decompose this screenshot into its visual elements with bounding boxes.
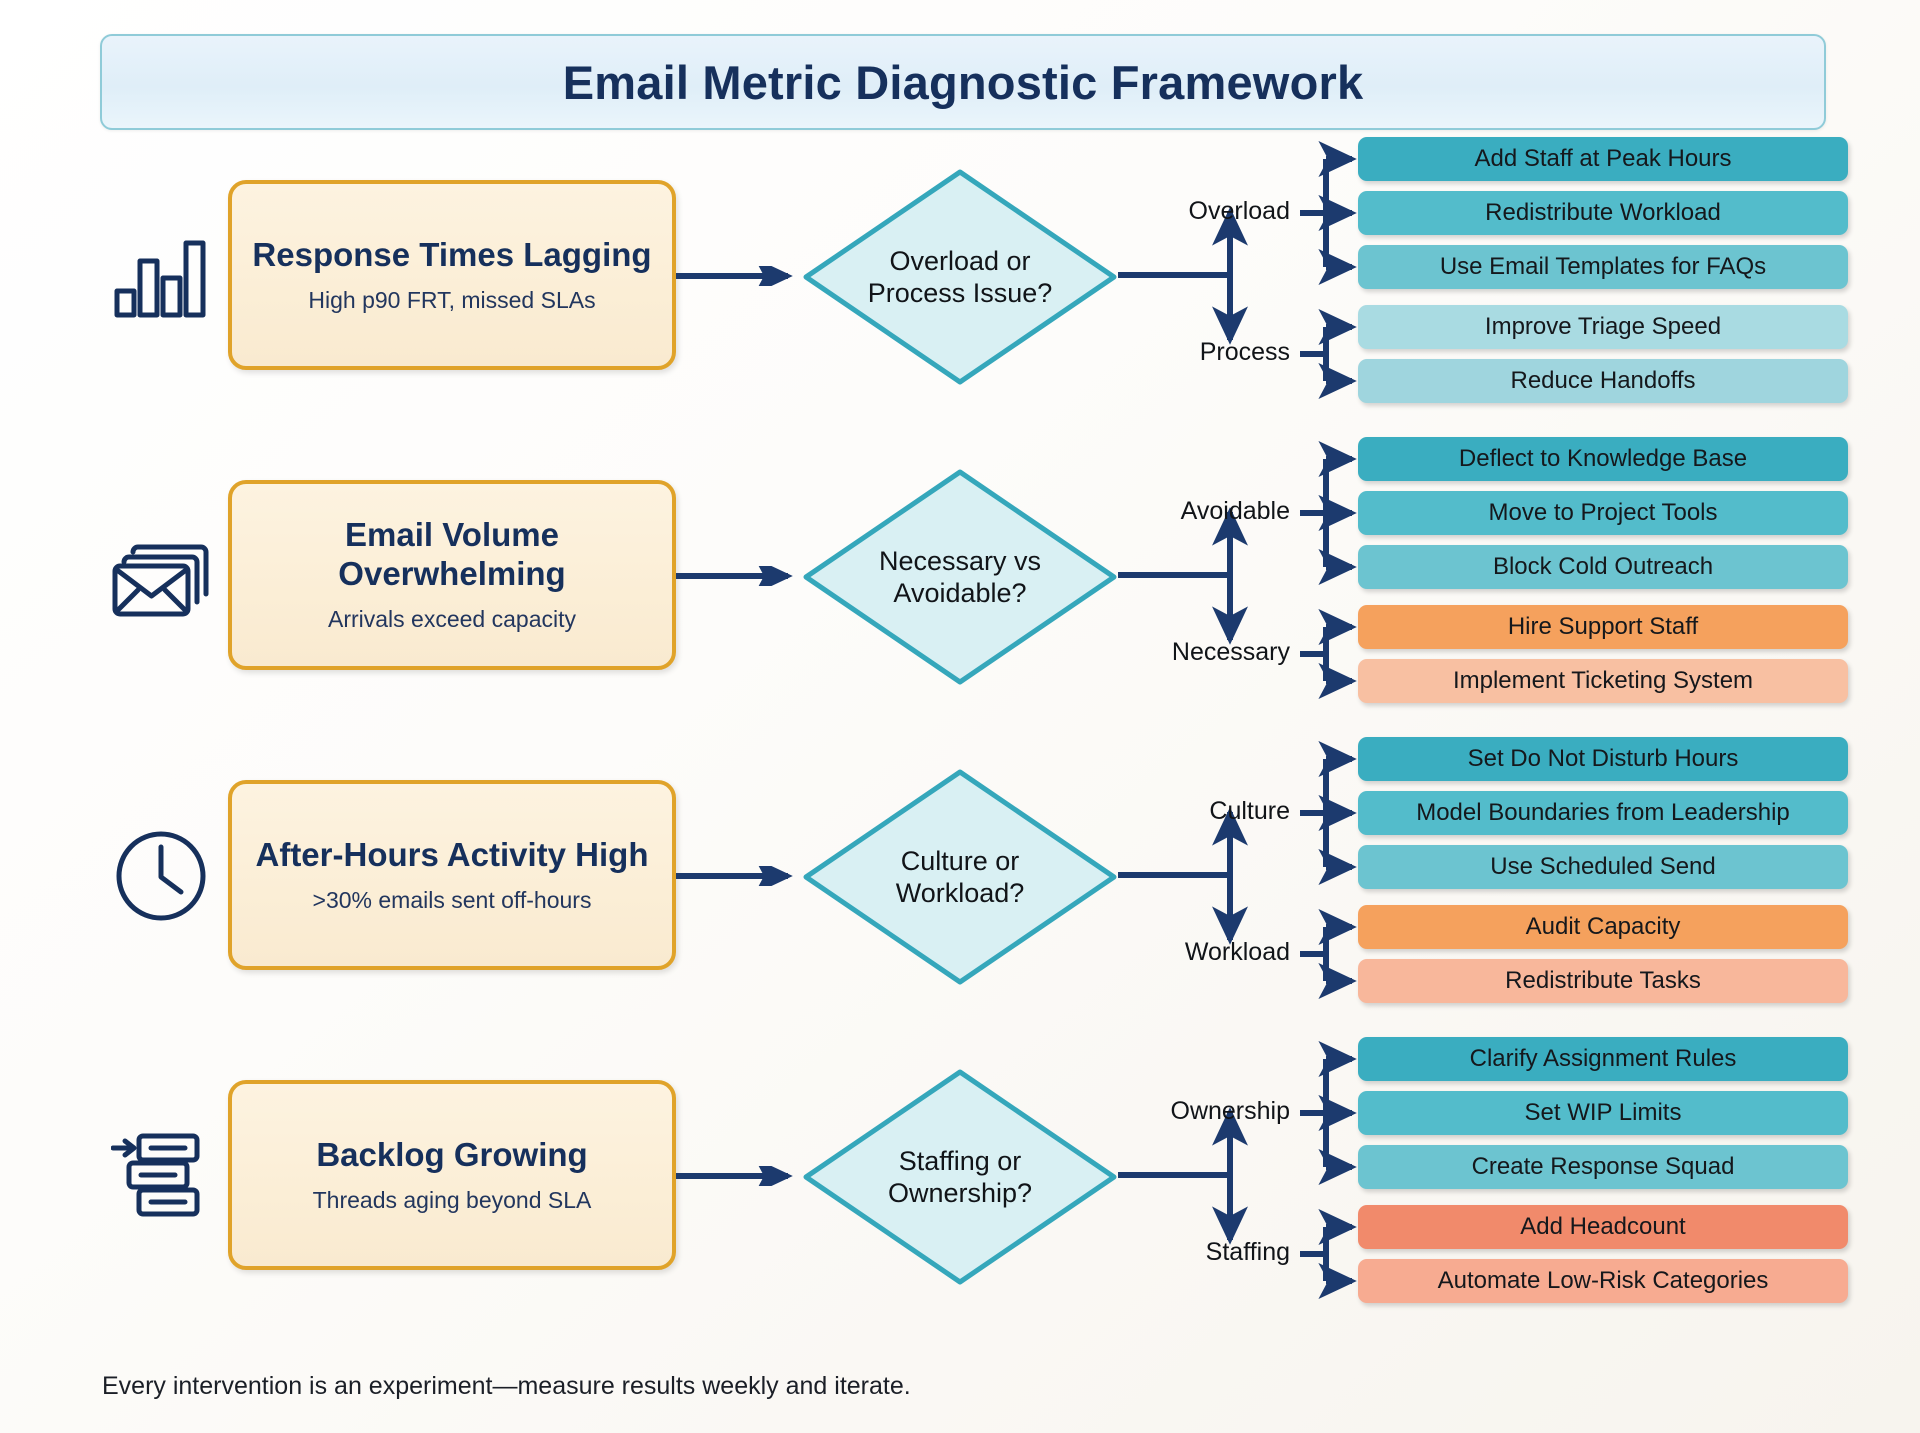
action-pill[interactable]: Redistribute Tasks xyxy=(1358,959,1848,1003)
connector-problem-to-decision xyxy=(676,558,802,594)
bar-chart-icon xyxy=(96,216,226,336)
action-pill[interactable]: Use Email Templates for FAQs xyxy=(1358,245,1848,289)
branch-splitter xyxy=(1118,470,1258,690)
stacked-envelopes-icon xyxy=(96,516,226,636)
branch-splitter xyxy=(1118,170,1258,390)
action-pill[interactable]: Redistribute Workload xyxy=(1358,191,1848,235)
footer-note: Every intervention is an experiment—meas… xyxy=(102,1372,911,1400)
connector-problem-to-decision xyxy=(676,858,802,894)
problem-box[interactable]: After-Hours Activity High >30% emails sen… xyxy=(228,780,676,970)
action-pill[interactable]: Deflect to Knowledge Base xyxy=(1358,437,1848,481)
action-pill[interactable]: Create Response Squad xyxy=(1358,1145,1848,1189)
action-pill[interactable]: Hire Support Staff xyxy=(1358,605,1848,649)
branch-label: Workload xyxy=(1184,938,1290,966)
branch-bracket xyxy=(1300,899,1357,1009)
action-pill[interactable]: Move to Project Tools xyxy=(1358,491,1848,535)
branch-label: Staffing xyxy=(1205,1238,1290,1266)
problem-subtitle: Arrivals exceed capacity xyxy=(328,606,576,633)
diagram-row: After-Hours Activity High >30% emails sen… xyxy=(0,737,1920,1020)
branch-label: Necessary xyxy=(1171,638,1290,666)
branch-bracket xyxy=(1300,599,1357,709)
action-pill[interactable]: Use Scheduled Send xyxy=(1358,845,1848,889)
action-pill[interactable]: Automate Low-Risk Categories xyxy=(1358,1259,1848,1303)
action-pill[interactable]: Implement Ticketing System xyxy=(1358,659,1848,703)
action-pill[interactable]: Set WIP Limits xyxy=(1358,1091,1848,1135)
action-pill[interactable]: Clarify Assignment Rules xyxy=(1358,1037,1848,1081)
problem-subtitle: >30% emails sent off-hours xyxy=(312,886,592,913)
branch-splitter xyxy=(1118,1070,1258,1290)
branch-label: Process xyxy=(1199,338,1290,366)
branch-splitter xyxy=(1118,770,1258,990)
branch-label: Overload xyxy=(1188,197,1290,225)
branch-bracket xyxy=(1300,1031,1357,1195)
branch-bracket xyxy=(1300,731,1357,895)
connector-problem-to-decision xyxy=(676,1158,802,1194)
action-pill[interactable]: Audit Capacity xyxy=(1358,905,1848,949)
branch-bracket xyxy=(1300,299,1357,409)
branch-label: Avoidable xyxy=(1180,497,1290,525)
branch-bracket xyxy=(1300,1199,1357,1309)
action-pill[interactable]: Add Staff at Peak Hours xyxy=(1358,137,1848,181)
branch-bracket xyxy=(1300,131,1357,295)
page-title: Email Metric Diagnostic Framework xyxy=(562,55,1364,109)
branch-label: Culture xyxy=(1209,797,1290,825)
problem-title: Backlog Growing xyxy=(316,1135,588,1173)
problem-subtitle: Threads aging beyond SLA xyxy=(312,1186,592,1213)
page-title-banner: Email Metric Diagnostic Framework xyxy=(100,34,1826,130)
action-pill[interactable]: Add Headcount xyxy=(1358,1205,1848,1249)
action-pill[interactable]: Reduce Handoffs xyxy=(1358,359,1848,403)
problem-title: Email Volume Overwhelming xyxy=(338,516,566,593)
clock-icon xyxy=(96,816,226,936)
action-pill[interactable]: Set Do Not Disturb Hours xyxy=(1358,737,1848,781)
action-pill[interactable]: Model Boundaries from Leadership xyxy=(1358,791,1848,835)
problem-title: Response Times Lagging xyxy=(252,235,652,273)
problem-subtitle: High p90 FRT, missed SLAs xyxy=(308,286,596,313)
connector-problem-to-decision xyxy=(676,258,802,294)
branch-bracket xyxy=(1300,431,1357,595)
action-pill[interactable]: Improve Triage Speed xyxy=(1358,305,1848,349)
backlog-icon xyxy=(96,1116,226,1236)
action-pill[interactable]: Block Cold Outreach xyxy=(1358,545,1848,589)
branch-label: Ownership xyxy=(1170,1097,1291,1125)
problem-title: After-Hours Activity High xyxy=(255,835,649,873)
